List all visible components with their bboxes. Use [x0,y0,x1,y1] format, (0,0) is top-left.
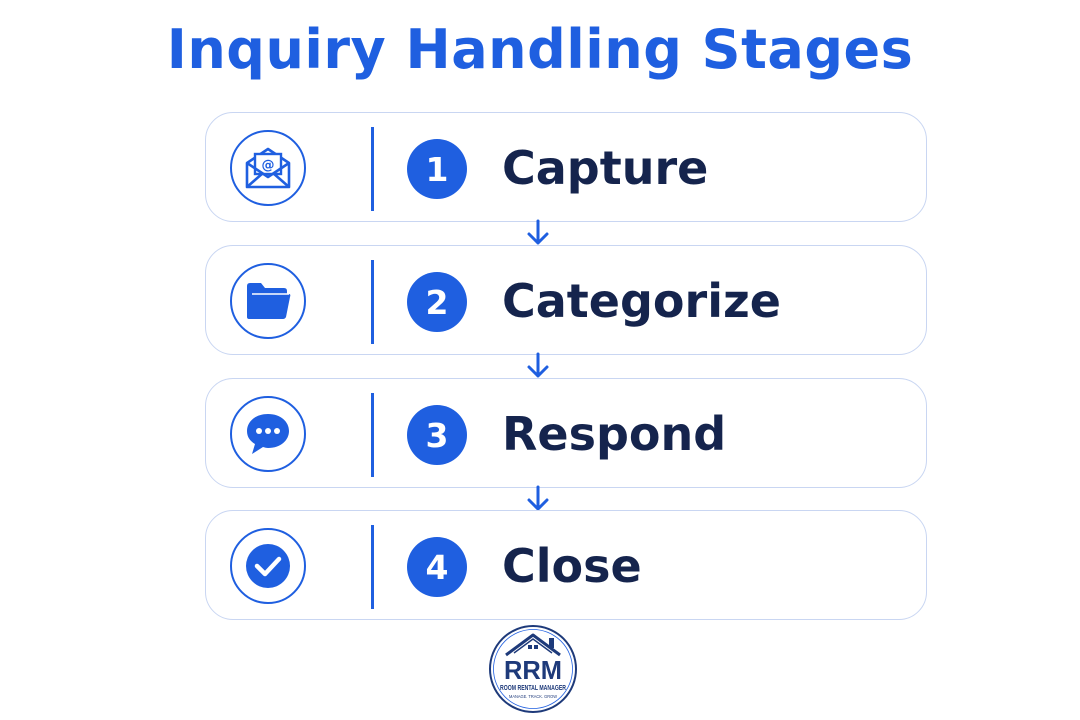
stage-divider [371,260,374,344]
stage-number-badge: 3 [407,405,467,465]
stage-label: Close [502,539,642,593]
stage-card-respond: 3 Respond [205,378,927,488]
stage-icon-frame: @ [230,130,306,206]
stage-label: Categorize [502,274,781,328]
stage-card-close: 4 Close [205,510,927,620]
down-arrow-icon [527,352,549,378]
stage-icon-frame [230,528,306,604]
stage-card-capture: @ 1 Capture [205,112,927,222]
page-title: Inquiry Handling Stages [166,18,914,81]
stage-divider [371,525,374,609]
svg-text:@: @ [262,158,275,173]
check-circle-icon [246,544,290,588]
envelope-at-icon: @ [245,147,291,189]
stage-icon-frame [230,396,306,472]
logo-monogram: RRM [504,655,562,685]
stage-number-badge: 2 [407,272,467,332]
stage-label: Respond [502,407,727,461]
down-arrow-icon [527,219,549,245]
house-roof-icon [505,633,561,657]
logo-name: ROOM RENTAL MANAGER [500,683,566,692]
stage-divider [371,127,374,211]
stage-card-categorize: 2 Categorize [205,245,927,355]
down-arrow-icon [527,485,549,511]
brand-logo: RRM ROOM RENTAL MANAGER MANAGE. TRACK. G… [489,625,577,713]
stage-label: Capture [502,141,709,195]
logo-tagline: MANAGE. TRACK. GROW [509,694,558,699]
stage-number-badge: 4 [407,537,467,597]
stage-divider [371,393,374,477]
stage-number-badge: 1 [407,139,467,199]
stage-icon-frame [230,263,306,339]
chat-bubble-icon [247,414,289,454]
folder-icon [247,283,291,319]
